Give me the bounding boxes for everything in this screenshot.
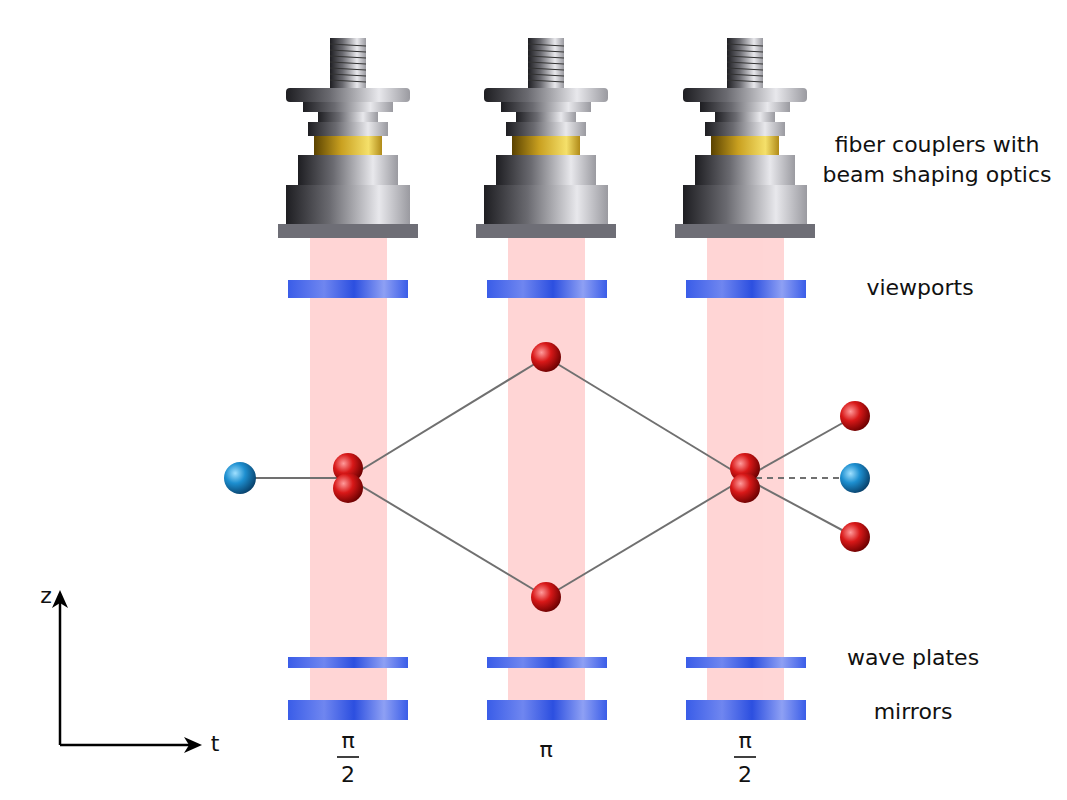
pulse-label: π [341, 726, 354, 756]
viewport-plates [288, 280, 806, 298]
component-label: wave plates [847, 643, 979, 673]
mirror-bars [288, 700, 806, 720]
axes [52, 590, 202, 753]
pulse-label: 2 [341, 760, 355, 790]
pulse-label: π [539, 735, 552, 765]
fiber-couplers [278, 38, 815, 238]
atoms [224, 342, 870, 612]
wave-plate-bars [288, 657, 806, 668]
pulse-label: 2 [738, 760, 752, 790]
pulse-label: π [738, 726, 751, 756]
axis-label: t [211, 729, 220, 759]
axis-label: z [40, 581, 52, 611]
component-label: viewports [866, 273, 973, 303]
component-label: fiber couplers with beam shaping optics [812, 130, 1062, 190]
component-label: mirrors [874, 697, 953, 727]
laser-beams [310, 238, 784, 708]
atom-paths [240, 357, 855, 597]
